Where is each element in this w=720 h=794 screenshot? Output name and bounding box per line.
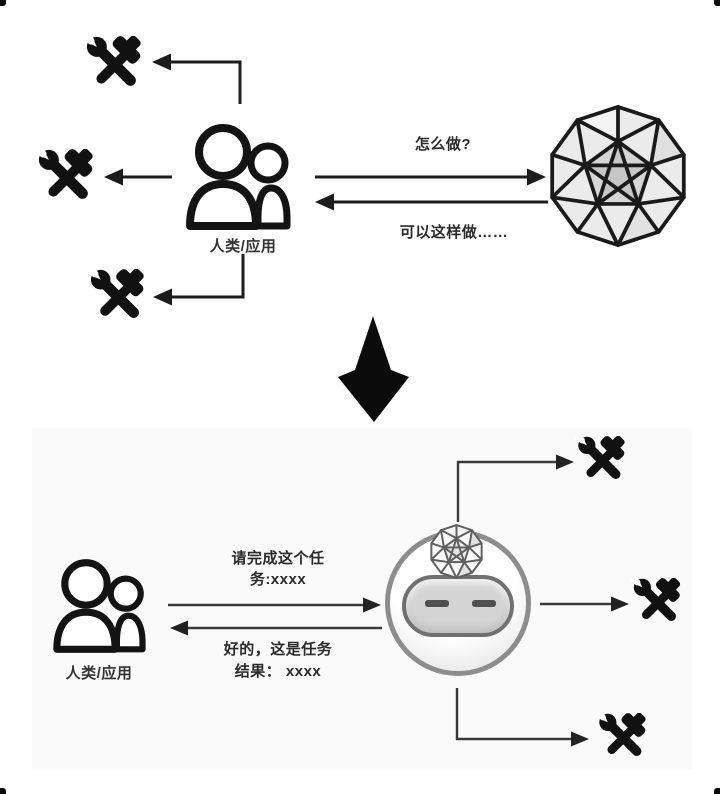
corner-mark <box>0 0 6 6</box>
human-label-bottom: 人类/应用 <box>65 665 133 682</box>
answer-from-llm-text: 可以这样做…… <box>399 224 509 241</box>
wireframe-sphere-icon <box>429 522 484 581</box>
hammer-wrench-icon <box>629 578 687 628</box>
corner-mark <box>0 788 6 794</box>
wireframe-sphere-icon <box>546 101 690 251</box>
human-label-top: 人类/应用 <box>209 238 277 255</box>
robot-visor <box>402 575 514 637</box>
hammer-wrench-icon <box>594 713 653 763</box>
robot-eye-left <box>425 600 449 607</box>
task-response-text: 好的，这是任务 结果： xxxx <box>223 641 333 680</box>
corner-mark <box>714 0 720 6</box>
users-icon <box>180 121 300 233</box>
corner-mark <box>714 788 720 794</box>
hammer-wrench-icon <box>87 269 150 326</box>
task-request-text: 请完成这个任 务:xxxx <box>231 550 325 588</box>
hammer-wrench-icon <box>36 149 98 207</box>
users-icon <box>48 549 154 663</box>
question-to-llm-text: 怎么做? <box>414 136 472 153</box>
hammer-wrench-icon <box>574 436 631 486</box>
hammer-wrench-icon <box>84 36 146 94</box>
robot-eye-right <box>472 600 496 607</box>
big-down-arrow-icon <box>338 316 409 422</box>
